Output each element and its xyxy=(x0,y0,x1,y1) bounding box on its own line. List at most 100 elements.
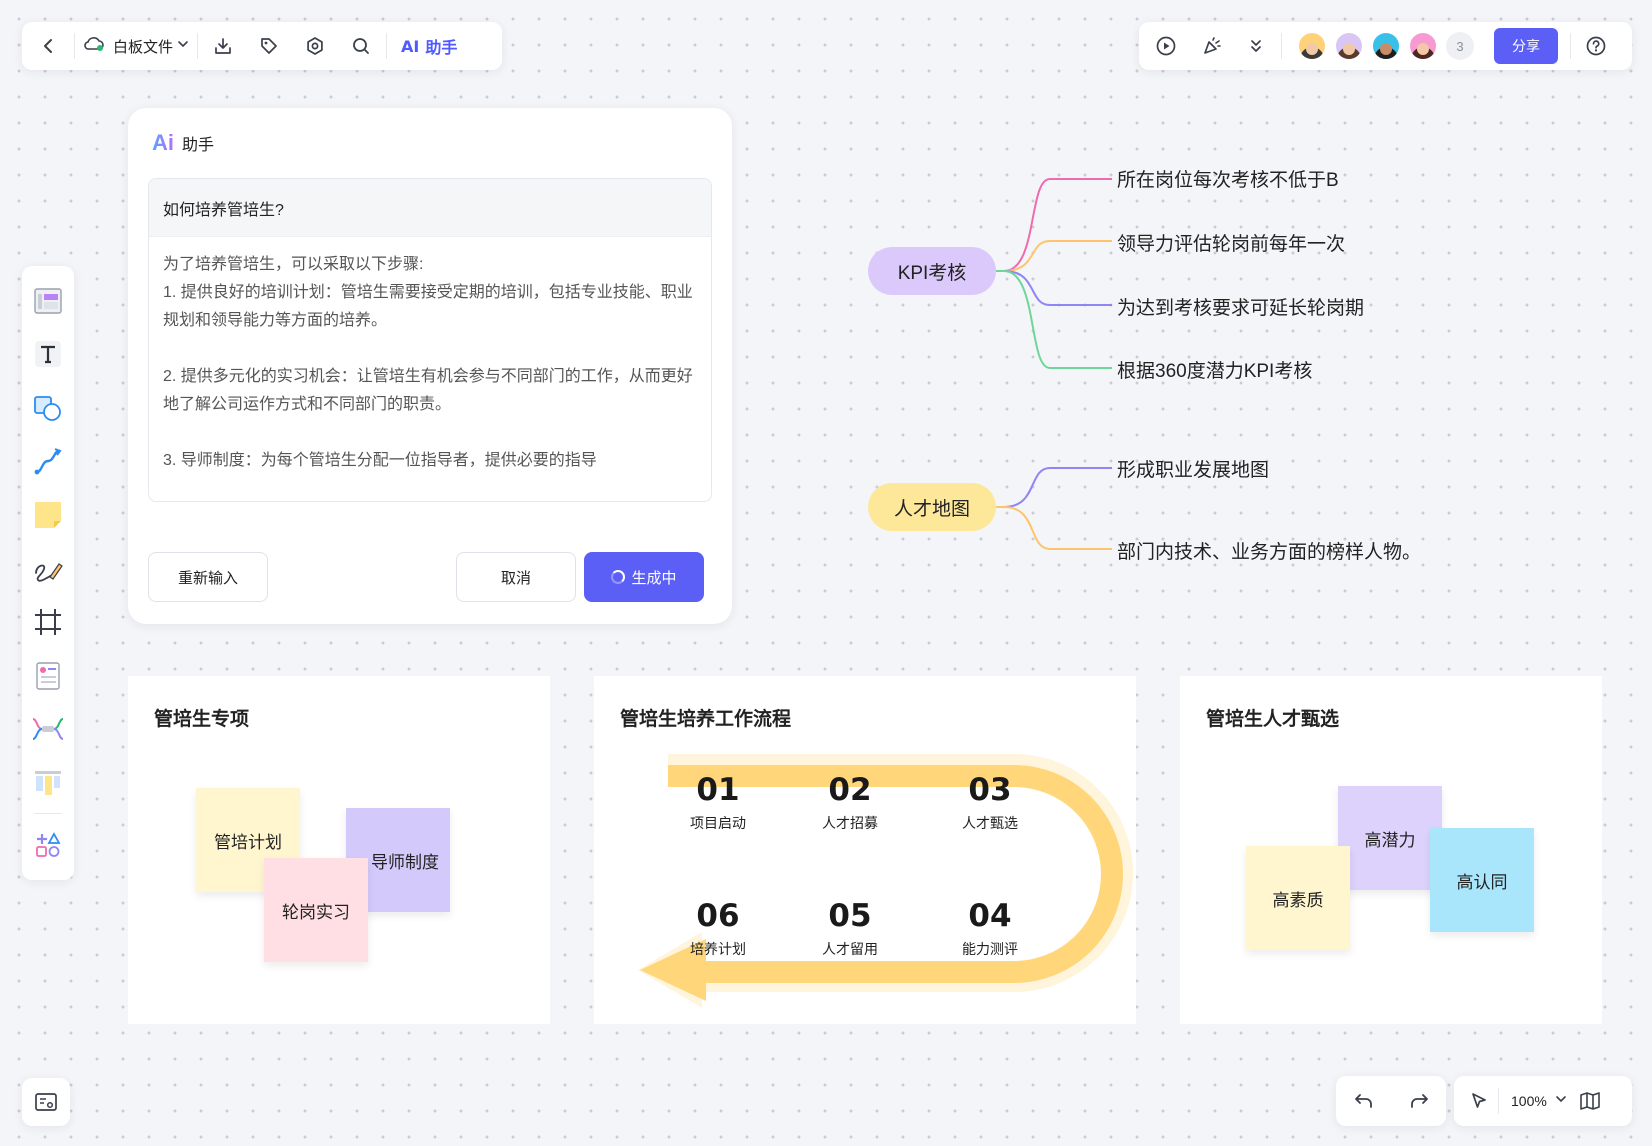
help-icon[interactable] xyxy=(1579,29,1613,63)
answer-step-2: 2. 提供多元化的实习机会：让管培生有机会参与不同部门的工作，从而更好地了解公司… xyxy=(163,368,693,413)
chevron-down-icon xyxy=(1555,1092,1567,1110)
download-icon[interactable] xyxy=(206,29,240,63)
collaborator-count-badge[interactable]: 3 xyxy=(1446,32,1474,60)
mindmap-kpi-connector xyxy=(996,178,1112,272)
present-play-icon[interactable] xyxy=(1149,29,1183,63)
sticky-note[interactable]: 高认同 xyxy=(1430,828,1534,932)
card-trainee-program[interactable]: 管培生专项 管培计划 导师制度 轮岗实习 xyxy=(128,676,550,1024)
cloud-sync-icon xyxy=(83,35,105,58)
ai-conversation-box: 如何培养管培生? 为了培养管培生，可以采取以下步骤: 1. 提供良好的培训计划：… xyxy=(148,178,712,502)
ai-dialog-title: 助手 xyxy=(182,137,215,154)
zoom-value: 100% xyxy=(1511,1093,1547,1109)
collapse-double-chevron-icon[interactable] xyxy=(1239,29,1273,63)
mindmap-talent-connector xyxy=(996,506,1112,550)
file-name: 白板文件 xyxy=(113,38,174,56)
ai-icon: AI xyxy=(401,36,420,56)
card-title: 管培生人才甄选 xyxy=(1206,709,1340,730)
mindmap-leaf-talent-1[interactable]: 形成职业发展地图 xyxy=(1117,460,1270,481)
settings-gear-icon[interactable] xyxy=(298,29,332,63)
share-button[interactable]: 分享 xyxy=(1494,28,1558,64)
sticky-note-icon[interactable] xyxy=(28,495,68,535)
top-left-toolbar: 白板文件 AI 助手 xyxy=(22,22,502,70)
workflow-step-label: 人才甄选 xyxy=(962,815,1018,831)
divider xyxy=(1281,33,1282,59)
cancel-button[interactable]: 取消 xyxy=(456,552,576,602)
celebrate-icon[interactable] xyxy=(1195,29,1229,63)
generating-label: 生成中 xyxy=(631,569,677,587)
retry-input-button[interactable]: 重新输入 xyxy=(148,552,268,602)
mindmap-node-talent[interactable]: 人才地图 xyxy=(868,483,996,531)
workflow-step-number: 04 xyxy=(968,898,1012,934)
card-talent-selection[interactable]: 管培生人才甄选 高潜力 高素质 高认同 xyxy=(1180,676,1602,1024)
file-menu[interactable]: 白板文件 xyxy=(83,35,189,58)
sticky-note[interactable]: 轮岗实习 xyxy=(264,858,368,962)
redo-icon[interactable] xyxy=(1402,1084,1436,1118)
avatar[interactable] xyxy=(1408,31,1438,61)
connector-line-icon[interactable] xyxy=(28,442,68,482)
workflow-step-number: 06 xyxy=(696,898,740,934)
map-book-icon[interactable] xyxy=(1573,1084,1607,1118)
mindmap-leaf-kpi-1[interactable]: 所在岗位每次考核不低于B xyxy=(1117,170,1339,191)
ai-question[interactable]: 如何培养管培生? xyxy=(149,179,711,237)
mindmap-node-kpi[interactable]: KPI考核 xyxy=(868,247,996,295)
mindmap-leaf-talent-2[interactable]: 部门内技术、业务方面的榜样人物。 xyxy=(1117,542,1422,563)
pen-draw-icon[interactable] xyxy=(28,549,68,589)
workflow-step-number: 05 xyxy=(828,898,872,934)
avatar[interactable] xyxy=(1334,31,1364,61)
avatar[interactable] xyxy=(1297,31,1327,61)
template-icon[interactable] xyxy=(28,281,68,321)
back-icon[interactable] xyxy=(32,29,66,63)
mindmap-kpi-connector xyxy=(996,270,1112,306)
zoom-bar: 100% xyxy=(1454,1076,1632,1126)
divider xyxy=(386,33,388,59)
document-card-icon[interactable] xyxy=(28,656,68,696)
text-tool-icon[interactable] xyxy=(28,335,68,375)
chevron-down-icon xyxy=(177,37,189,55)
more-tools-icon[interactable] xyxy=(28,825,68,865)
generating-button[interactable]: 生成中 xyxy=(584,552,704,602)
mindmap-leaf-kpi-3[interactable]: 为达到考核要求可延长轮岗期 xyxy=(1117,298,1365,319)
divider xyxy=(1570,33,1571,59)
mindmap-leaf-kpi-4[interactable]: 根据360度潜力KPI考核 xyxy=(1117,361,1313,382)
workflow-step-number: 02 xyxy=(828,772,872,808)
mindmap-tool-icon[interactable] xyxy=(28,709,68,749)
ai-logo-icon: Ai xyxy=(152,130,174,155)
select-cursor-icon[interactable] xyxy=(1462,1084,1496,1118)
undo-redo-bar xyxy=(1336,1076,1446,1126)
avatar[interactable] xyxy=(1371,31,1401,61)
ai-assistant-button[interactable]: AI 助手 xyxy=(395,34,463,58)
card-training-workflow[interactable]: 管培生培养工作流程 01 项目启动 02 人才招募 03 人才甄选 04 能力测… xyxy=(594,676,1136,1024)
search-icon[interactable] xyxy=(344,29,378,63)
answer-intro: 为了培养管培生，可以采取以下步骤: xyxy=(163,256,424,273)
tool-sidebar xyxy=(22,266,74,880)
sticky-note[interactable]: 高素质 xyxy=(1246,846,1350,950)
workflow-arrow xyxy=(638,754,1133,1008)
ai-answer: 为了培养管培生，可以采取以下步骤: 1. 提供良好的培训计划：管培生需要接受定期… xyxy=(149,237,711,489)
minimap-icon xyxy=(35,1093,57,1111)
mindmap-leaf-kpi-2[interactable]: 领导力评估轮岗前每年一次 xyxy=(1117,234,1346,255)
mindmap-kpi-connector xyxy=(996,240,1112,272)
top-right-toolbar: 3 分享 xyxy=(1139,22,1632,70)
sticky-note[interactable]: 高潜力 xyxy=(1338,786,1442,890)
minimap-toggle-button[interactable] xyxy=(22,1078,70,1126)
card-title: 管培生培养工作流程 xyxy=(620,709,792,730)
divider xyxy=(34,813,62,815)
loading-spinner-icon xyxy=(611,570,626,584)
ai-dialog-header: Ai 助手 xyxy=(152,130,712,156)
shape-tool-icon[interactable] xyxy=(28,388,68,428)
mindmap-kpi-connector xyxy=(996,270,1112,369)
kanban-table-icon[interactable] xyxy=(28,763,68,803)
mindmap-talent-connector xyxy=(996,467,1112,508)
tag-icon[interactable] xyxy=(252,29,286,63)
workflow-step-number: 01 xyxy=(696,772,740,808)
zoom-dropdown[interactable]: 100% xyxy=(1501,1092,1567,1110)
frame-tool-icon[interactable] xyxy=(28,602,68,642)
workflow-step-label: 培养计划 xyxy=(690,941,746,957)
workflow-step-number: 03 xyxy=(968,772,1012,808)
divider xyxy=(74,33,75,59)
workflow-step-label: 项目启动 xyxy=(690,815,746,831)
workflow-arrow-band xyxy=(668,765,1123,983)
undo-icon[interactable] xyxy=(1347,1084,1381,1118)
divider xyxy=(197,33,199,59)
